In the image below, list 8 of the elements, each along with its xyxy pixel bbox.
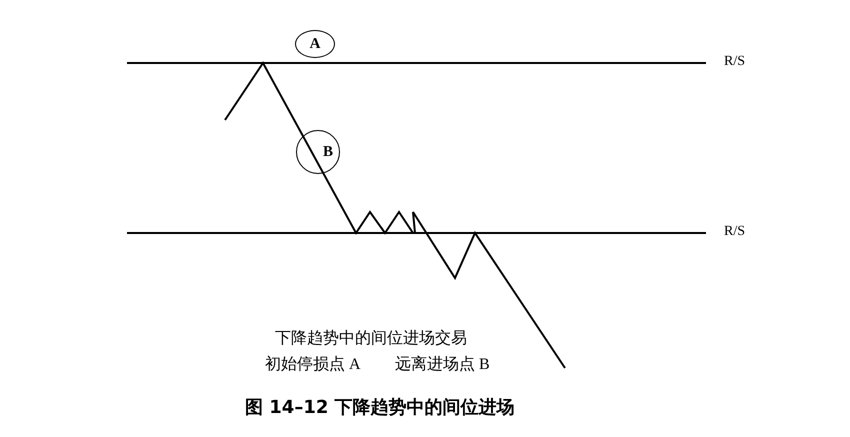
note-text: 初始停损点 A — [265, 354, 361, 375]
level-label: R/S — [724, 54, 746, 70]
figure-caption: 图 14–12 下降趋势中的间位进场 — [245, 396, 515, 419]
point-marker: B — [296, 130, 340, 174]
note-text: 远离进场点 B — [395, 354, 490, 375]
level-label: R/S — [724, 224, 746, 240]
point-marker: A — [295, 30, 335, 58]
note-text: 下降趋势中的间位进场交易 — [275, 328, 467, 349]
